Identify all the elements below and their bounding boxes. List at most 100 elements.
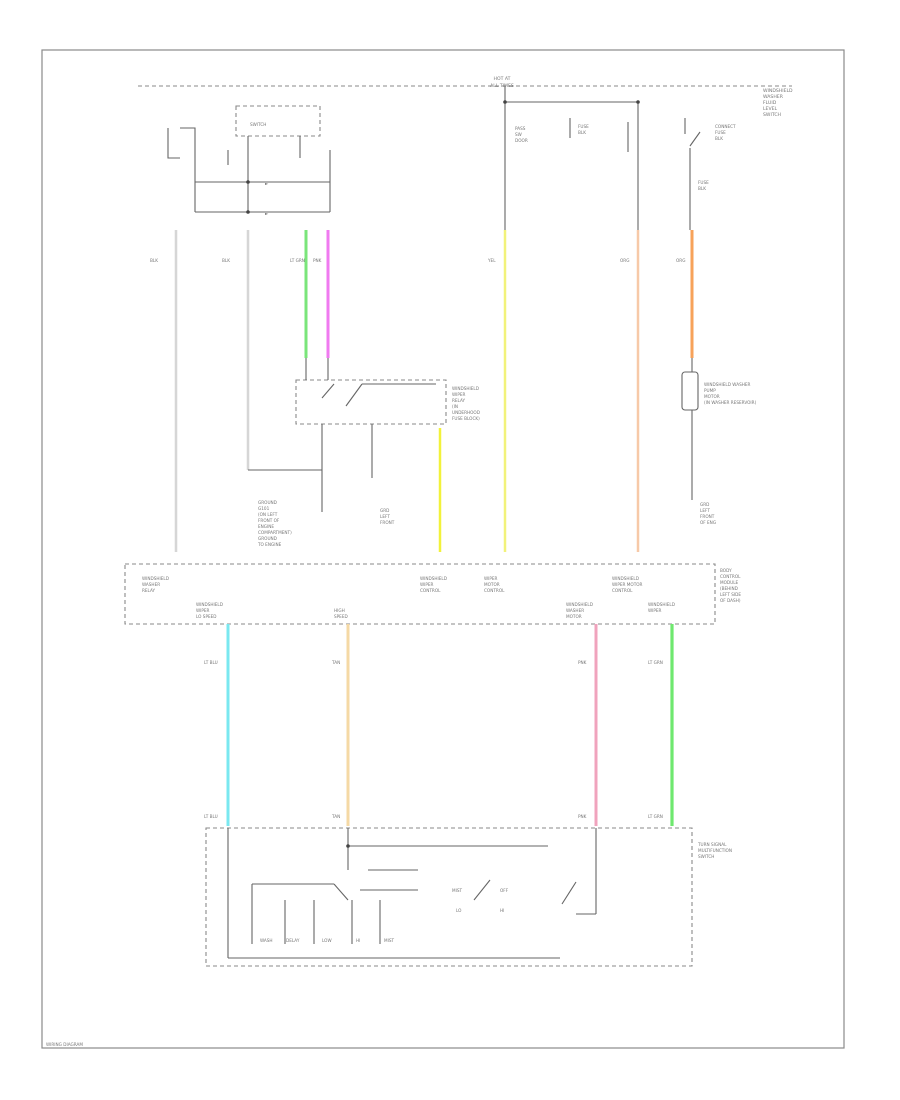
svg-text:ORG: ORG: [676, 258, 685, 263]
svg-text:FUSE BLOCK): FUSE BLOCK): [452, 416, 480, 421]
svg-text:(BEHIND: (BEHIND: [720, 586, 738, 591]
svg-text:WIPER MOTOR: WIPER MOTOR: [612, 582, 643, 587]
svg-text:CONTROL: CONTROL: [720, 574, 741, 579]
svg-text:LT GRN: LT GRN: [648, 814, 663, 819]
svg-text:WINDSHIELD WASHER: WINDSHIELD WASHER: [704, 382, 751, 387]
svg-text:BLK: BLK: [715, 136, 723, 141]
svg-text:FLUID: FLUID: [763, 100, 777, 106]
svg-text:TAN: TAN: [331, 814, 340, 819]
svg-text:WASHER: WASHER: [763, 94, 784, 100]
lower-wire-labels: LT BLU TAN PNK LT GRN LT BLU TAN PNK LT …: [204, 660, 663, 819]
wiper-relay: WINDSHIELD WIPER RELAY (IN UNDERHOOD FUS…: [248, 358, 480, 478]
svg-text:PNK: PNK: [578, 814, 587, 819]
svg-text:COMPARTMENT): COMPARTMENT): [258, 530, 292, 535]
svg-text:SW: SW: [515, 132, 522, 137]
svg-text:WIPER: WIPER: [648, 608, 662, 613]
svg-text:OFF: OFF: [500, 888, 509, 893]
svg-text:LEFT: LEFT: [700, 508, 710, 513]
svg-text:BODY: BODY: [720, 568, 732, 573]
svg-text:PNK: PNK: [313, 258, 322, 263]
svg-text:MIST: MIST: [452, 888, 463, 893]
svg-text:LT GRN: LT GRN: [290, 258, 305, 263]
svg-text:LEFT: LEFT: [380, 514, 390, 519]
svg-text:TAN: TAN: [331, 660, 340, 665]
svg-text:PASS: PASS: [515, 126, 526, 131]
svg-text:UNDERHOOD: UNDERHOOD: [452, 410, 480, 415]
svg-text:FRONT: FRONT: [700, 514, 715, 519]
svg-text:(IN WASHER RESERVOIR): (IN WASHER RESERVOIR): [704, 400, 757, 405]
svg-text:BLK: BLK: [222, 258, 230, 263]
svg-text:FRONT OF: FRONT OF: [258, 518, 280, 523]
svg-text:RELAY: RELAY: [142, 588, 156, 593]
svg-text:GROUND: GROUND: [258, 536, 277, 541]
svg-text:BLK: BLK: [150, 258, 158, 263]
svg-text:LOW: LOW: [322, 938, 332, 943]
bus-label: HOT AT: [494, 76, 511, 82]
diagram-frame: [41, 49, 845, 1049]
footer-code: WIRING DIAGRAM: [46, 1042, 83, 1047]
svg-text:WINDSHIELD: WINDSHIELD: [420, 576, 447, 581]
svg-text:BLK: BLK: [578, 130, 586, 135]
svg-text:MOTOR: MOTOR: [566, 614, 582, 619]
svg-text:CONTROL: CONTROL: [612, 588, 633, 593]
svg-text:WINDSHIELD: WINDSHIELD: [566, 602, 593, 607]
svg-text:WINDSHIELD: WINDSHIELD: [612, 576, 639, 581]
svg-text:WASH: WASH: [260, 938, 273, 943]
svg-text:LT BLU: LT BLU: [204, 814, 218, 819]
svg-text:YEL: YEL: [487, 258, 496, 263]
svg-text:ENGINE: ENGINE: [258, 524, 274, 529]
multifunction-switch-internals: MIST OFF LO HI WASH DELAY LOW HI MIST TU…: [227, 828, 732, 959]
top-switches: PASS SW DOOR FUSE BLK CONNECT FUSE BLK F…: [503, 86, 736, 230]
svg-text:LT GRN: LT GRN: [648, 660, 663, 665]
svg-text:►: ►: [265, 181, 269, 186]
svg-text:OF ENG: OF ENG: [700, 520, 716, 525]
svg-text:GRD: GRD: [700, 502, 709, 507]
svg-text:FUSE: FUSE: [698, 180, 709, 185]
svg-text:LO SPEED: LO SPEED: [196, 614, 217, 619]
svg-text:G101: G101: [258, 506, 270, 511]
svg-text:TURN SIGNAL: TURN SIGNAL: [697, 842, 727, 847]
svg-text:WINDSHIELD: WINDSHIELD: [142, 576, 169, 581]
svg-text:RELAY: RELAY: [452, 398, 466, 403]
svg-text:LT BLU: LT BLU: [204, 660, 218, 665]
body-control-module: [124, 563, 716, 625]
svg-text:MIST: MIST: [384, 938, 395, 943]
svg-text:FRONT: FRONT: [380, 520, 395, 525]
svg-text:SWITCH: SWITCH: [763, 112, 781, 118]
svg-text:FUSE: FUSE: [578, 124, 589, 129]
upper-wire-labels: BLK BLK LT GRN PNK YEL ORG ORG: [150, 258, 685, 263]
svg-text:GRD: GRD: [380, 508, 389, 513]
svg-text:(ON LEFT: (ON LEFT: [258, 512, 278, 517]
svg-text:CONNECT: CONNECT: [715, 124, 736, 129]
svg-text:►: ►: [265, 211, 269, 216]
svg-text:ORG: ORG: [620, 258, 629, 263]
upper-left-switch-assembly: SWITCH ► ►: [167, 105, 331, 216]
svg-text:PNK: PNK: [578, 660, 587, 665]
svg-text:WINDSHIELD: WINDSHIELD: [763, 88, 793, 94]
svg-text:TO ENGINE: TO ENGINE: [257, 542, 282, 547]
svg-text:MULTIFUNCTION: MULTIFUNCTION: [698, 848, 732, 853]
svg-text:PUMP: PUMP: [704, 388, 716, 393]
svg-text:(IN: (IN: [452, 404, 458, 409]
turn-signal-multifunction-switch: [205, 827, 693, 967]
svg-text:FUSE: FUSE: [715, 130, 726, 135]
svg-text:LO: LO: [456, 908, 462, 913]
svg-text:OF DASH): OF DASH): [720, 598, 741, 603]
svg-text:DELAY: DELAY: [286, 938, 300, 943]
svg-text:CONTROL: CONTROL: [484, 588, 505, 593]
svg-text:SWITCH: SWITCH: [698, 854, 714, 859]
svg-text:LEVEL: LEVEL: [763, 106, 778, 112]
bus-label-2: ALL TIMES: [490, 83, 514, 89]
svg-text:WINDSHIELD: WINDSHIELD: [648, 602, 675, 607]
svg-text:MOTOR: MOTOR: [484, 582, 500, 587]
ground-note: GROUND G101 (ON LEFT FRONT OF ENGINE COM…: [257, 470, 395, 547]
svg-text:WASHER: WASHER: [142, 582, 160, 587]
svg-text:HI: HI: [356, 938, 360, 943]
svg-text:WASHER: WASHER: [566, 608, 584, 613]
svg-text:SWITCH: SWITCH: [250, 122, 266, 127]
svg-text:MODULE: MODULE: [720, 580, 739, 585]
svg-text:SPEED: SPEED: [334, 614, 348, 619]
svg-text:WIPER: WIPER: [452, 392, 466, 397]
svg-text:HIGH: HIGH: [334, 608, 345, 613]
